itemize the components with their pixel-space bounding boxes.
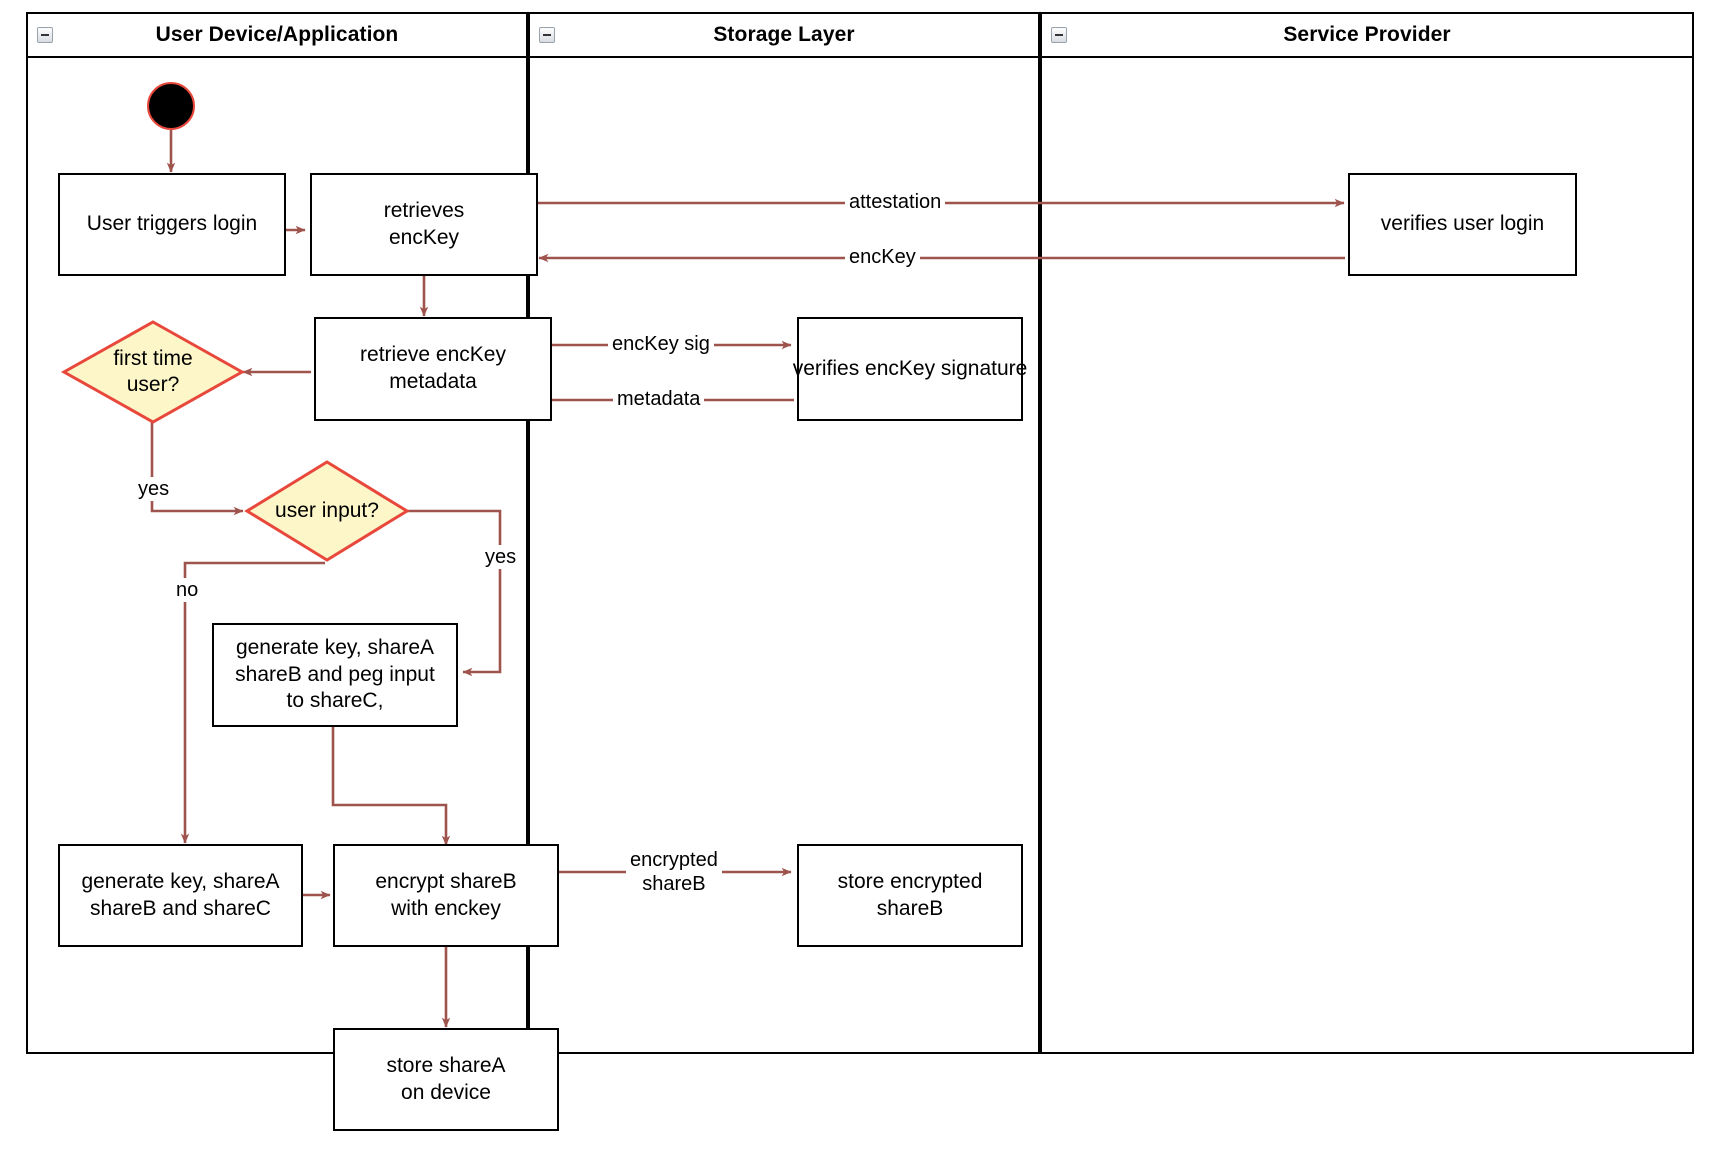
activity-label-line1: retrieve encKey [360,343,506,367]
swimlane-title-storage-layer: Storage Layer [713,23,855,46]
swimlane-header-storage-layer[interactable]: Storage Layer [528,12,1040,58]
edge-label-line2: shareB [642,873,706,895]
decision-label-line2: user? [126,373,180,396]
activity-retrieves-enckey[interactable]: retrieves encKey [310,173,538,276]
activity-label-line3: to shareC, [286,689,384,713]
activity-label-line1: encrypt shareB [375,869,517,893]
activity-label-line1: store shareA [386,1053,506,1077]
activity-label: User triggers login [86,212,258,236]
swimlane-service-provider [1040,12,1694,1054]
edge-label-yes-first-time: yes [134,477,174,501]
minus-box-icon[interactable] [1051,27,1067,43]
edge-label-enckey-sig: encKey sig [608,332,714,356]
minus-box-icon[interactable] [37,27,53,43]
edge-label-metadata: metadata [613,387,705,411]
activity-store-sharea-on-device[interactable]: store shareA on device [333,1028,559,1131]
decision-label: user input? [275,498,379,522]
activity-label-line2: with enckey [391,896,501,920]
edge-label-attestation: attestation [845,190,946,214]
activity-label-line2: on device [401,1080,491,1104]
edge-label-enckey: encKey [845,245,920,269]
activity-label-line1: generate key, shareA [81,869,280,893]
decision-label-line1: first time [113,346,193,370]
minus-box-icon[interactable] [539,27,555,43]
swimlane-title-user-device: User Device/Application [155,23,399,46]
activity-store-encrypted-shareb[interactable]: store encrypted shareB [797,844,1023,947]
decision-user-input[interactable]: user input? [244,460,410,562]
swimlane-header-user-device[interactable]: User Device/Application [26,12,528,58]
activity-label-line2: shareB [876,896,944,920]
activity-generate-peg-input[interactable]: generate key, shareA shareB and peg inpu… [212,623,458,727]
edge-label-no-user-input: no [172,578,203,602]
swimlane-header-service-provider[interactable]: Service Provider [1040,12,1694,58]
activity-label: verifies encKey signature [792,356,1028,380]
swimlane-title-service-provider: Service Provider [1283,23,1451,46]
edge-label-line1: encrypted [630,849,718,871]
edge-label-encrypted-shareb: encrypted shareB [626,848,722,896]
activity-label-line1: generate key, shareA [235,635,435,659]
activity-encrypt-shareb[interactable]: encrypt shareB with enckey [333,844,559,947]
activity-label-line2: metadata [389,370,477,393]
activity-retrieve-enckey-metadata[interactable]: retrieve encKey metadata [314,317,552,421]
activity-user-triggers-login[interactable]: User triggers login [58,173,286,276]
activity-label-line2: shareB and peg input [235,662,435,686]
activity-label-line1: store encrypted [837,869,983,893]
activity-generate-shares[interactable]: generate key, shareA shareB and shareC [58,844,303,947]
activity-label-line1: retrieves [383,198,465,222]
initial-node [147,82,195,130]
decision-first-time-user[interactable]: first time user? [60,320,246,424]
activity-label: verifies user login [1380,212,1545,236]
activity-label-line2: shareB and shareC [90,896,271,920]
edge-label-yes-user-input: yes [481,545,521,569]
activity-verifies-enckey-signature[interactable]: verifies encKey signature [793,317,1027,421]
activity-verifies-user-login[interactable]: verifies user login [1348,173,1577,276]
activity-label-line2: encKey [388,225,460,249]
